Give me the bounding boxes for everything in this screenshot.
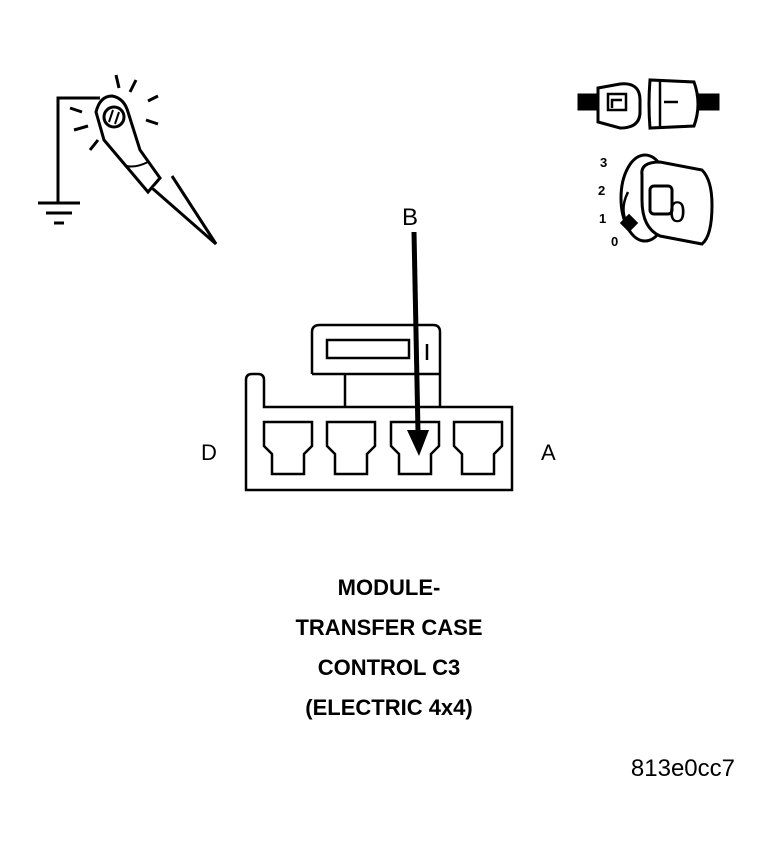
ignition-position-0: 0: [611, 234, 618, 249]
ignition-position-2: 2: [598, 183, 605, 198]
cavity-a: [452, 420, 504, 476]
cavity-c: [325, 420, 377, 476]
diagram-caption: MODULE- TRANSFER CASE CONTROL C3 (ELECTR…: [189, 568, 589, 728]
ignition-switch-icon: 3 2 1 0 0: [598, 153, 714, 249]
test-light-icon: [38, 74, 218, 246]
pin-b-arrow: [407, 231, 429, 456]
cavity-b: [389, 420, 441, 476]
caption-line-2: TRANSFER CASE: [295, 615, 483, 640]
pin-d-label: D: [201, 440, 217, 465]
ignition-position-labels: 3 2 1 0: [598, 155, 618, 249]
terminal-cavities: [262, 420, 504, 476]
figure-id: 813e0cc7: [630, 755, 735, 782]
pin-b-label: B: [402, 204, 418, 231]
key-position-label: 0: [669, 196, 686, 229]
caption-line-4: (ELECTRIC 4x4): [305, 695, 473, 720]
caption-line-1: MODULE-: [337, 575, 441, 600]
connector-disconnected-icon: [577, 78, 720, 130]
caption-line-3: CONTROL C3: [317, 655, 461, 680]
ground-symbol-icon: [38, 96, 100, 225]
pin-a-label: A: [541, 440, 556, 465]
ignition-position-3: 3: [600, 155, 607, 170]
cavity-d: [262, 420, 314, 476]
connector-housing: [244, 323, 514, 492]
ignition-position-1: 1: [599, 211, 606, 226]
